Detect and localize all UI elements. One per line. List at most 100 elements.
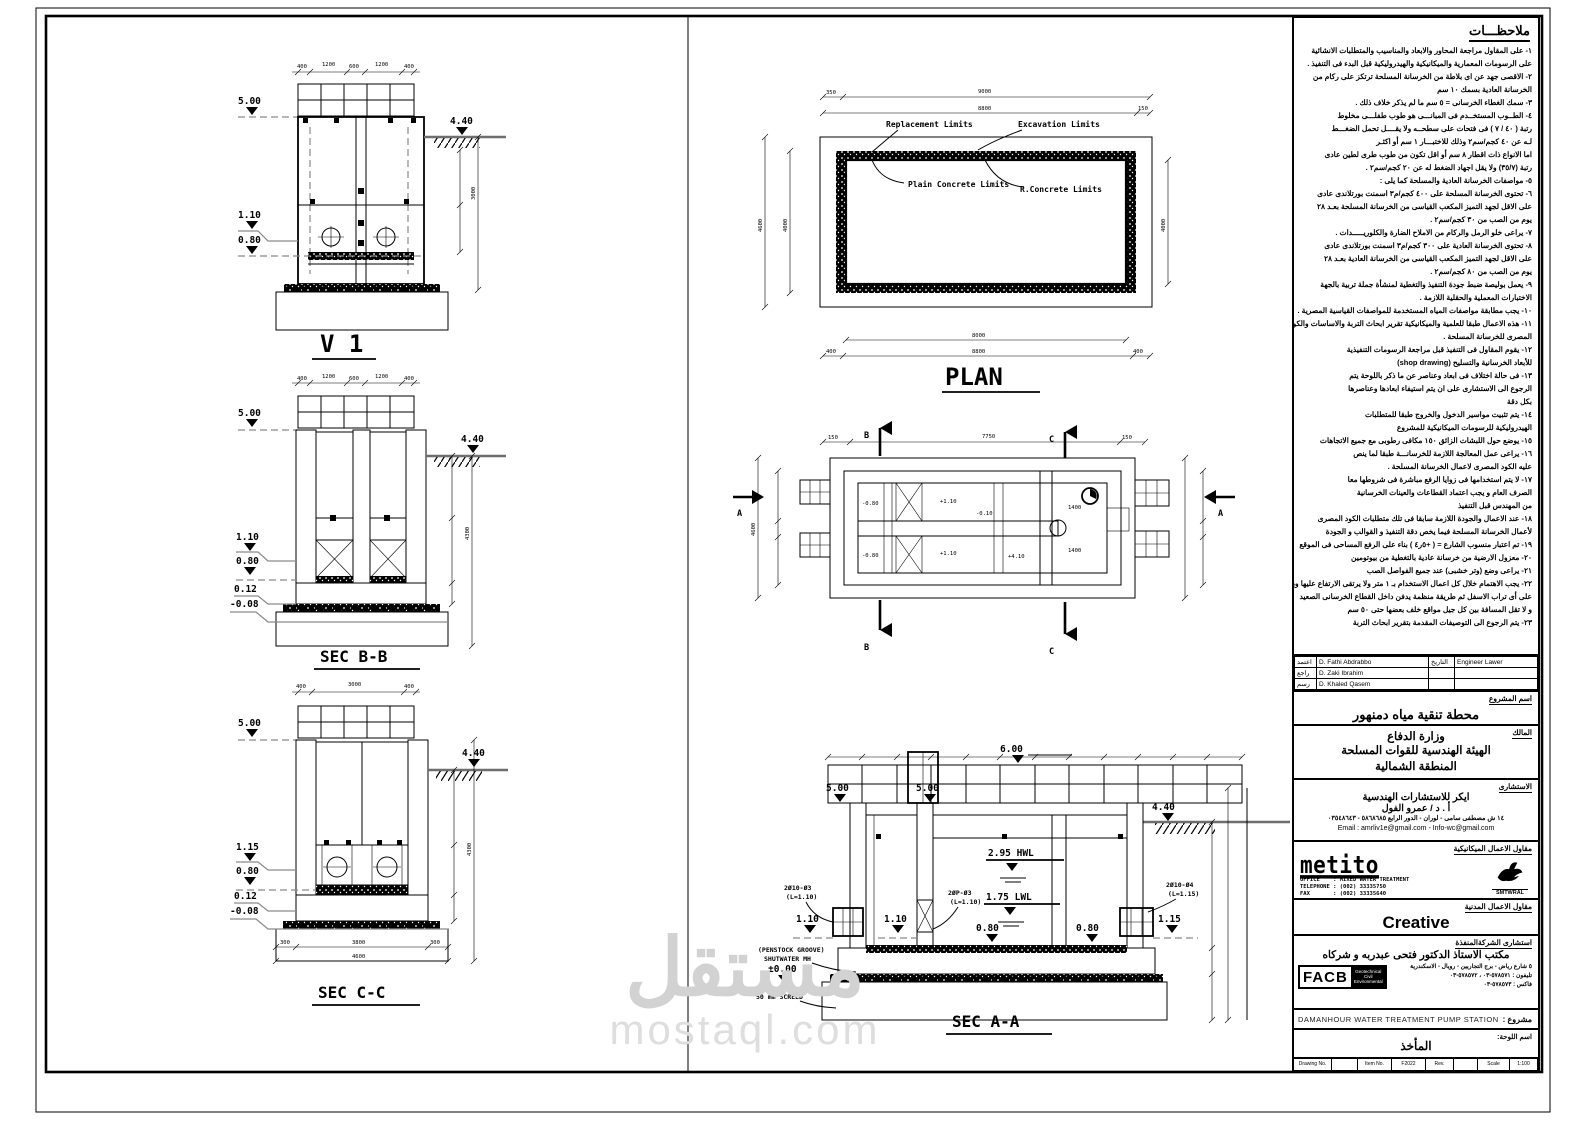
svg-text:1200: 1200: [322, 62, 335, 68]
strip-cell: [1454, 1059, 1478, 1070]
approval-role: رسم: [1294, 678, 1317, 690]
svg-text:6.00: 6.00: [1000, 744, 1023, 755]
owner-line: الهيئة الهندسية للقوات المسلحة: [1341, 745, 1491, 757]
project-label: اسم المشروع: [1488, 694, 1532, 705]
svg-text:400: 400: [826, 349, 836, 355]
svg-text:(L=1.10): (L=1.10): [950, 898, 981, 906]
consultant-section: الاستشارى ايكر للاستشارات الهندسية أ . د…: [1294, 778, 1538, 840]
note-line: الخرسانة العادية بسمك ١٠ سم: [1437, 85, 1532, 94]
svg-text:4.40: 4.40: [461, 434, 484, 445]
svg-text:(L=1.15): (L=1.15): [1168, 890, 1199, 898]
marker-a-right: A: [1204, 490, 1235, 519]
note-line: لـه عن ٤٠ كجم/سم٢ وذلك للاختبـــار ١ سم …: [1376, 137, 1532, 146]
note-line: ١٨- عند الاعمال والجودة اللازمة سابقا فى…: [1317, 514, 1532, 523]
note-line: ١١- هذه الاعمال طبقا للعلمية والميكانيكي…: [1294, 319, 1532, 328]
svg-text:300: 300: [280, 940, 290, 946]
svg-text:0.12: 0.12: [234, 891, 257, 902]
water-levels: 2.95 HWL 1.75 LWL: [984, 848, 1064, 927]
note-line: ٢١- يراعى وضع (وتر خشبى) عند جميع الفواص…: [1366, 566, 1532, 575]
note-line: على الرسومات المعمارية والميكانيكية واله…: [1307, 59, 1532, 68]
exec-label: استشارى الشركةالمنفذة: [1455, 938, 1532, 949]
svg-text:SEC A-A: SEC A-A: [952, 1012, 1020, 1031]
mechanical-label: مقاول الاعمال الميكانيكية: [1453, 844, 1532, 855]
right-panel: ملاحظـــات ١- على المقاول مراجعة المحاور…: [1292, 16, 1540, 1072]
svg-text:4600: 4600: [751, 523, 757, 536]
approval-date-label: [1428, 667, 1455, 679]
approval-name: D. Zaki Ibrahim: [1316, 667, 1429, 679]
strip-cell: Rev.: [1426, 1059, 1454, 1070]
consultant-email: Email : amrliv1e@gmail.com - Info-wc@gma…: [1337, 825, 1495, 832]
consultant-address: ١٤ ش مصطفى سامى - لوران - الدور الرابع ٥…: [1327, 815, 1505, 822]
svg-text:9000: 9000: [978, 89, 991, 95]
exec-fax: فاكس : ٥٧٨٥٧٣-٠٣: [1483, 982, 1532, 988]
sheet-name-label: اسم اللوحة:: [1497, 1034, 1532, 1041]
strip-cell: 1:100: [1510, 1059, 1538, 1070]
label-r-concrete: R.Concrete Limits: [1020, 184, 1102, 194]
note-line: ١٤- يتم تثبيت مواسير الدخول والخروج طبقا…: [1364, 410, 1532, 419]
approval-table: اعتمد D. Fathi Abdrabbo التاريخ Engineer…: [1294, 656, 1538, 690]
svg-text:SEC B-B: SEC B-B: [320, 647, 388, 666]
note-line: ٢- الاقصى جهد عن اى بلاطة من الخرسانة ال…: [1312, 72, 1532, 81]
sheet-frame: [35, 7, 1551, 1113]
eagle-logo-caption: SMTWRAL: [1492, 889, 1528, 896]
plan-view: 350 9000 8800 150 Replacement Limits Exc…: [758, 89, 1172, 393]
label-replacement-limits: Replacement Limits: [886, 119, 973, 129]
svg-text:-0.10: -0.10: [976, 511, 993, 517]
svg-text:8000: 8000: [972, 333, 985, 339]
note-line: على الاقل لجهد التميز المكعب القياسى من …: [1323, 254, 1532, 263]
approval-date-value: [1454, 667, 1538, 679]
note-line: رتبة (٣٥/٧) ولا يقل اجهاد الضغط له عن ٢٠…: [1365, 163, 1532, 172]
mech-office: OFFICE : MIXED WATER TREATMENT: [1300, 877, 1410, 883]
note-line: على الاقل لجهد التميز المكعب القياسى من …: [1316, 202, 1532, 211]
approval-date-label: التاريخ: [1428, 656, 1455, 668]
svg-text:4600: 4600: [352, 954, 365, 960]
section-cc: 400 3000 400 5.00 4.40: [230, 682, 508, 1006]
svg-text:1400: 1400: [1068, 505, 1081, 511]
right-pipe-stubs: [1106, 479, 1170, 558]
mech-telephone: TELEPHONE : (002) 33335750: [1300, 884, 1387, 890]
approval-role: راجع: [1294, 667, 1317, 679]
svg-text:4.40: 4.40: [1152, 802, 1175, 813]
project-name-section: اسم المشروع محطة تنقية مياه دمنهور: [1294, 690, 1538, 724]
svg-text:-0.80: -0.80: [862, 501, 879, 507]
note-line: ٦- تحتوى الخرسانة المسلحة على ٤٠٠ كجم/م٣…: [1317, 189, 1532, 198]
note-line: الصرف العام و يجب اعتماد القطاعات والعين…: [1356, 488, 1532, 497]
svg-text:8800: 8800: [972, 349, 985, 355]
svg-text:300: 300: [430, 940, 440, 946]
note-line: ٢٣- يتم الرجوع الى التوصيفات المقدمة بتق…: [1352, 618, 1532, 627]
svg-text:+4.10: +4.10: [1008, 554, 1025, 560]
approval-row: اعتمد D. Fathi Abdrabbo التاريخ Engineer…: [1294, 656, 1538, 668]
note-line: ٢٢- يجب الاهتمام خلال كل اعمال الاستخدام…: [1294, 579, 1532, 588]
v1-handrail: [297, 83, 415, 117]
svg-text:400: 400: [1133, 349, 1143, 355]
strip-cell: F2022: [1392, 1059, 1426, 1070]
svg-text:4.40: 4.40: [450, 116, 473, 127]
note-line: يوم من الصب من ٨٠ كجم/سم٢ .: [1430, 267, 1532, 276]
svg-text:1.10: 1.10: [796, 914, 819, 925]
approval-date-label: [1428, 678, 1455, 690]
note-line: ٥- مواصفات الخرسانة العادية والمسلحة كما…: [1379, 176, 1532, 185]
project-row-value: DAMANHOUR WATER TREATMENT PUMP STATION: [1297, 1014, 1499, 1024]
notes-title: ملاحظـــات: [1468, 23, 1530, 42]
svg-text:5.00: 5.00: [238, 96, 261, 107]
aa-right-pipe-box: [1119, 907, 1154, 937]
svg-text:4300: 4300: [465, 527, 471, 540]
v1-pipes: [318, 226, 399, 248]
note-line: للأبعاد الخرسانية والتسليح (shop drawing…: [1397, 358, 1532, 367]
project-name: محطة تنقية مياه دمنهور: [1352, 707, 1480, 722]
svg-text:2.95 HWL: 2.95 HWL: [988, 848, 1034, 859]
exec-telephone: تليفون : ٥٧٨٥٧١-٠٣ ، ٥٧٨٥٧٢-٠٣: [1449, 973, 1532, 979]
aa-handrail: [827, 751, 1243, 804]
section-bb: 400 1200 600 1200 400 5.00: [230, 374, 506, 670]
exec-consultant-name: مكتب الاستاذ الدكتور فتحى عبدربه و شركاه: [1322, 949, 1510, 961]
label-excavation-limits: Excavation Limits: [1018, 119, 1100, 129]
note-line: ١٢- يقوم المقاول فى التنفيذ قبل مراجعة ا…: [1346, 345, 1532, 354]
svg-text:3000: 3000: [348, 682, 361, 688]
owner-line: وزارة الدفاع: [1387, 731, 1445, 743]
svg-text:A: A: [737, 509, 742, 519]
svg-text:B: B: [864, 643, 869, 653]
svg-text:400: 400: [297, 64, 307, 70]
